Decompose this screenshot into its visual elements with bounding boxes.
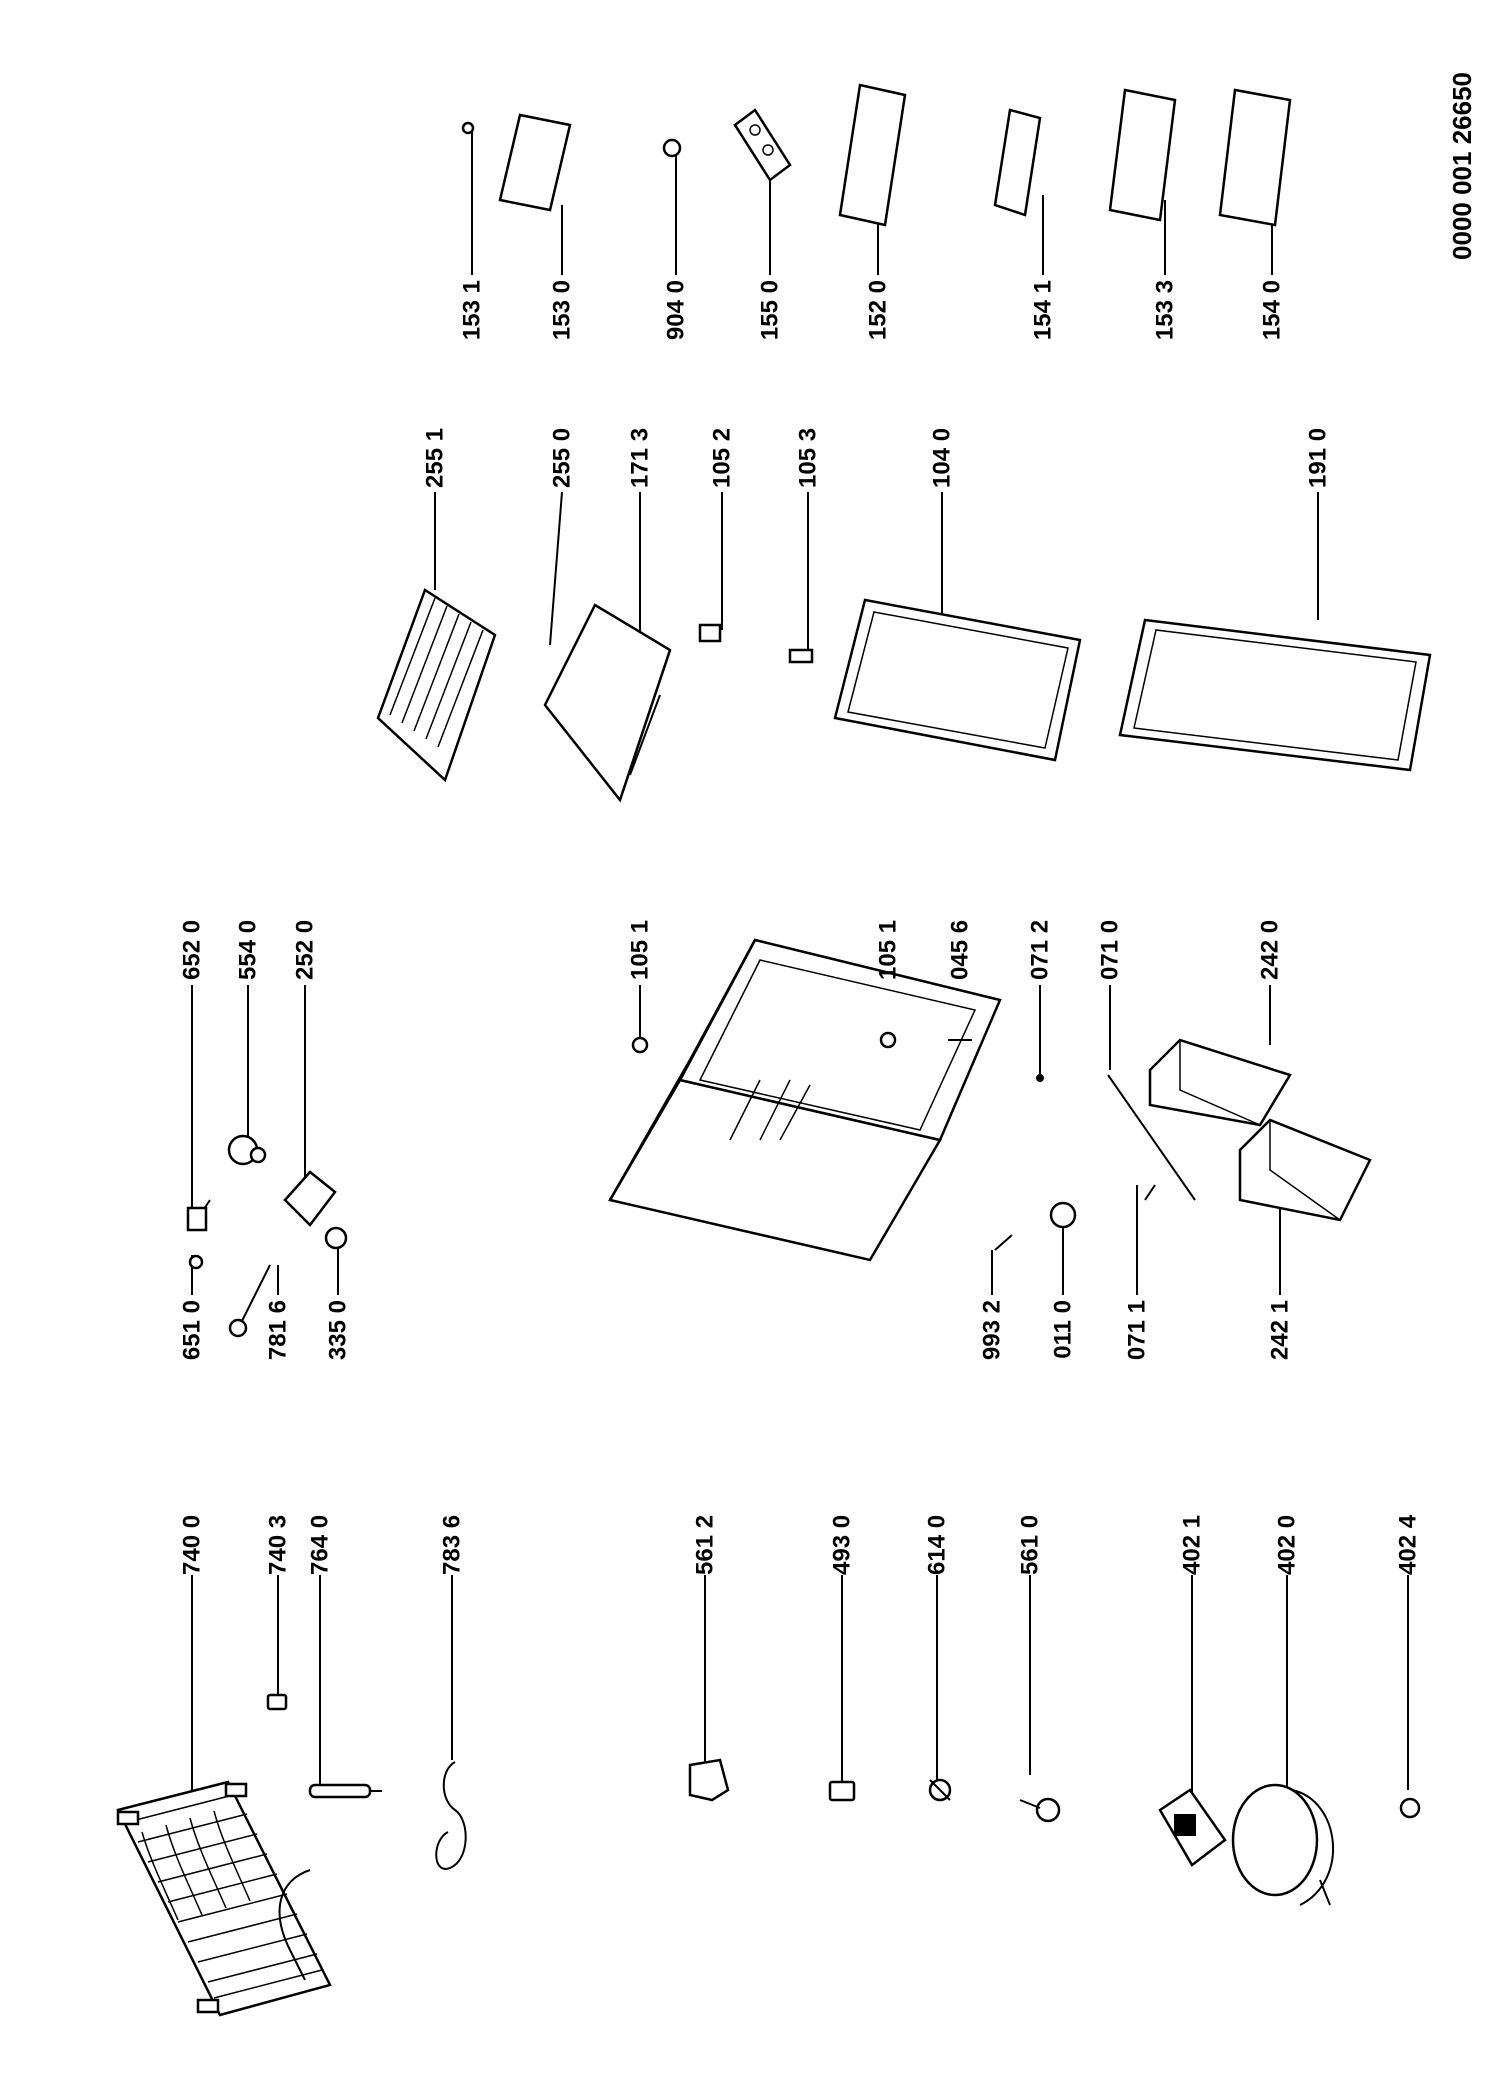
label-255-0: 255 0: [549, 428, 576, 488]
label-105-1-upper: 105 1: [627, 920, 654, 980]
label-740-0: 740 0: [179, 1515, 206, 1575]
label-651-0: 651 0: [179, 1300, 206, 1360]
label-561-0: 561 0: [1017, 1515, 1044, 1575]
label-105-1-lower: 105 1: [875, 920, 902, 980]
label-252-0: 252 0: [292, 920, 319, 980]
cap-part: [1049, 1201, 1077, 1229]
label-045-6: 045 6: [947, 920, 974, 980]
part-labels: 740 0 740 3 764 0 783 6 561 2 493 0 614 …: [179, 280, 1422, 1575]
filter-drier: [308, 1783, 382, 1799]
label-104-0: 104 0: [929, 428, 956, 488]
label-153-0: 153 0: [549, 280, 576, 340]
thermostat: [186, 1199, 211, 1232]
wire-shelf: [376, 588, 497, 783]
label-335-0: 335 0: [325, 1300, 352, 1360]
label-493-0: 493 0: [829, 1515, 856, 1575]
label-071-0: 071 0: [1097, 920, 1124, 980]
label-153-1: 153 1: [459, 280, 486, 340]
door: [833, 598, 1082, 762]
label-783-6: 783 6: [439, 1515, 466, 1575]
relay-part: [828, 1780, 856, 1802]
label-011-0: 011 0: [1050, 1300, 1077, 1359]
label-105-3: 105 3: [795, 428, 822, 488]
label-904-0: 904 0: [663, 280, 690, 340]
capillary-tube: [435, 1761, 467, 1870]
shelf-trim: [629, 694, 661, 776]
label-402-0: 402 0: [1274, 1515, 1301, 1575]
door-bin-medium: [1108, 88, 1177, 222]
small-knob-part: [188, 1254, 204, 1270]
label-071-1: 071 1: [1124, 1300, 1151, 1360]
glass-shelf: [543, 603, 672, 803]
compressor-plate: [1158, 1788, 1227, 1867]
inner-liner: [608, 938, 1002, 1262]
bushing-part: [324, 1226, 348, 1250]
label-154-0: 154 0: [1259, 280, 1286, 340]
label-171-3: 171 3: [627, 428, 654, 488]
hinge-bracket-lower: [788, 648, 814, 664]
lamp-socket: [928, 1778, 952, 1802]
label-255-1: 255 1: [422, 428, 449, 488]
label-740-3: 740 3: [265, 1515, 292, 1575]
label-554-0: 554 0: [235, 920, 262, 980]
label-402-1: 402 1: [1179, 1515, 1206, 1575]
label-561-2: 561 2: [692, 1515, 719, 1575]
grommet: [1399, 1797, 1421, 1819]
clip-part: [266, 1693, 288, 1711]
bin-stopper: [461, 121, 475, 135]
front-rail: [1107, 1074, 1196, 1201]
label-071-2: 071 2: [1027, 920, 1054, 980]
label-764-0: 764 0: [307, 1515, 334, 1575]
label-153-3: 153 3: [1152, 280, 1179, 340]
label-154-1: 154 1: [1030, 280, 1057, 340]
screw: [1036, 1074, 1044, 1082]
label-402-4: 402 4: [1395, 1514, 1422, 1575]
lamp-bulb: [1019, 1797, 1061, 1823]
label-152-0: 152 0: [865, 280, 892, 340]
hinge-bracket-upper: [698, 623, 722, 643]
label-242-0: 242 0: [1257, 920, 1284, 980]
egg-rack-knob: [662, 138, 682, 158]
drain-plug: [994, 1234, 1013, 1251]
label-652-0: 652 0: [179, 920, 206, 980]
thermostat-housing: [688, 1758, 730, 1802]
door-bin-small: [993, 108, 1042, 217]
control-knob: [227, 1134, 267, 1166]
compressor: [1231, 1783, 1334, 1906]
document-number: 0000 001 26650: [1447, 72, 1477, 260]
crisper-drawer-large: [1238, 1118, 1372, 1222]
crisper-drawer-small: [1148, 1038, 1292, 1127]
label-993-2: 993 2: [979, 1300, 1006, 1360]
door-gasket: [1118, 618, 1432, 772]
hinge-pin-lower: [879, 1031, 897, 1049]
door-bin-top: [498, 113, 572, 212]
label-614-0: 614 0: [924, 1515, 951, 1575]
hinge-pin-upper: [631, 1036, 649, 1054]
label-105-2: 105 2: [709, 428, 736, 488]
heater-rod: [228, 1264, 271, 1338]
label-781-6: 781 6: [265, 1300, 292, 1360]
butter-compartment: [838, 83, 907, 227]
thermostat-box: [283, 1170, 337, 1227]
label-191-0: 191 0: [1305, 428, 1332, 488]
door-bin-bottom: [1218, 88, 1292, 227]
label-155-0: 155 0: [757, 280, 784, 340]
label-242-1: 242 1: [1267, 1300, 1294, 1360]
condenser-coil: [116, 1780, 332, 2017]
egg-rack: [733, 108, 792, 182]
